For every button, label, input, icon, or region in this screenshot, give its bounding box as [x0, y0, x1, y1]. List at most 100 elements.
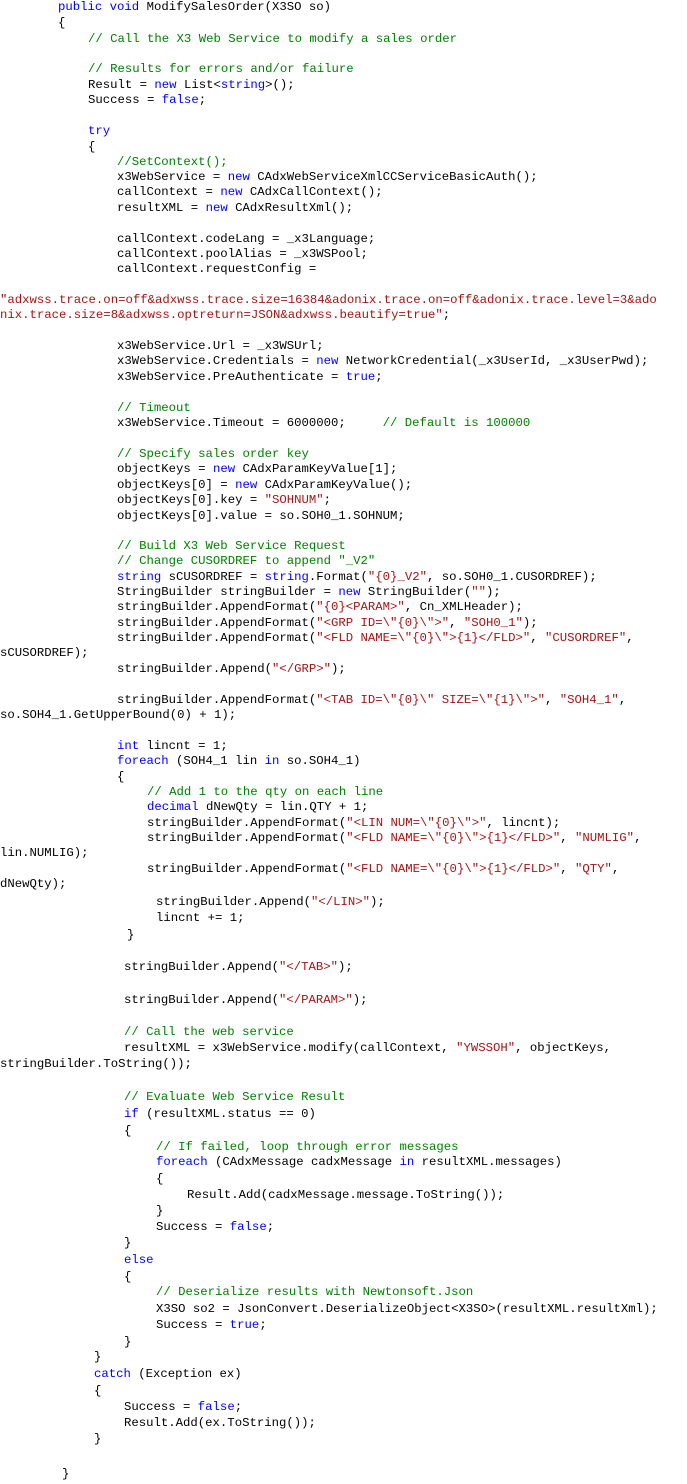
code-line: // Results for errors and/or failure [88, 61, 354, 77]
code-line: stringBuilder.AppendFormat("<FLD NAME=\"… [147, 830, 641, 846]
code-token: stringBuilder.Append( [117, 662, 272, 676]
code-token: { [124, 1124, 132, 1138]
code-line: stringBuilder.AppendFormat("{0}<PARAM>",… [117, 599, 523, 615]
code-token: x3WebService = [117, 170, 228, 184]
code-token: ); [338, 960, 353, 974]
code-token: (CAdxMessage cadxMessage [207, 1155, 400, 1169]
code-line: stringBuilder.AppendFormat("<GRP ID=\"{0… [117, 615, 538, 631]
code-token: callContext = [117, 185, 221, 199]
keyword-token: decimal [147, 800, 199, 814]
keyword-token: new [212, 462, 236, 476]
code-token: x3WebService.PreAuthenticate = [117, 370, 346, 384]
code-token: Result = [88, 78, 155, 92]
code-line: x3WebService.PreAuthenticate = true; [117, 369, 383, 385]
code-token: } [94, 1350, 102, 1364]
code-token: { [156, 1172, 164, 1186]
code-token: X3SO so2 = JsonConvert.DeserializeObject… [156, 1302, 658, 1316]
code-token: (SOH4_1 lin [168, 754, 265, 768]
code-token: objectKeys[0].key = [117, 493, 265, 507]
code-line: string sCUSORDREF = string.Format("{0}_V… [117, 569, 597, 585]
code-line: lincnt += 1; [156, 910, 245, 926]
code-token: ; [198, 93, 207, 107]
code-token: CAdxWebServiceXmlCCServiceBasicAuth(); [249, 170, 538, 184]
code-token: so.SOH4_1) [279, 754, 361, 768]
code-token: , [626, 631, 634, 645]
comment-token: // Evaluate Web Service Result [124, 1090, 346, 1104]
code-token: ModifySalesOrder(X3SO so) [139, 0, 332, 14]
code-token: Result.Add(ex.ToString()); [124, 1416, 316, 1430]
code-token: dNewQty); [0, 877, 67, 891]
code-line: Success = false; [88, 92, 206, 108]
string-token: "" [471, 585, 486, 599]
code-token: , lincnt); [486, 816, 561, 830]
code-line: callContext.requestConfig = [117, 261, 316, 277]
code-token: CAdxCallContext(); [242, 185, 383, 199]
code-line: { [124, 1123, 131, 1139]
code-token: , [618, 693, 627, 707]
comment-token: // Build X3 Web Service Request [117, 539, 346, 553]
keyword-token: foreach [156, 1155, 208, 1169]
code-line: // Specify sales order key [117, 446, 309, 462]
code-token: Success = [156, 1220, 230, 1234]
code-line: callContext.poolAlias = _x3WSPool; [117, 246, 368, 262]
code-token: ); [522, 616, 538, 630]
code-line: stringBuilder.ToString()); [0, 1056, 192, 1072]
code-line: { [94, 1383, 101, 1399]
code-token: lin.NUMLIG); [0, 846, 89, 860]
code-line: objectKeys = new CAdxParamKeyValue[1]; [117, 461, 397, 477]
code-token: sCUSORDREF); [0, 646, 89, 660]
code-line: dNewQty); [0, 876, 66, 892]
code-token: lincnt += 1; [156, 911, 245, 925]
code-token [102, 0, 109, 14]
code-token: (Exception ex) [130, 1367, 242, 1381]
code-token: } [124, 1335, 132, 1349]
string-token: "YWSSOH" [456, 1041, 516, 1055]
string-token: "NUMLIG" [575, 831, 635, 845]
code-line: nix.trace.size=8&adxwss.optreturn=JSON&a… [0, 307, 450, 323]
code-line: try [88, 123, 110, 139]
code-token: { [88, 140, 96, 154]
code-token: , [560, 831, 576, 845]
code-token: callContext.poolAlias = _x3WSPool; [117, 247, 368, 261]
code-token: stringBuilder.Append( [156, 895, 311, 909]
code-line: { [124, 1269, 131, 1285]
code-line: StringBuilder stringBuilder = new String… [117, 584, 501, 600]
code-line: foreach (CAdxMessage cadxMessage in resu… [156, 1154, 562, 1170]
code-line: stringBuilder.AppendFormat("<TAB ID=\"{0… [117, 692, 626, 708]
comment-token: // Deserialize results with Newtonsoft.J… [156, 1285, 474, 1299]
keyword-token: void [109, 0, 140, 14]
keyword-token: new [154, 78, 177, 92]
code-line: else [124, 1252, 154, 1268]
code-line: } [94, 1431, 101, 1447]
string-token: "SOHNUM" [264, 493, 324, 507]
code-token: , [530, 631, 546, 645]
comment-token: // Call the X3 Web Service to modify a s… [88, 32, 457, 46]
code-token: stringBuilder.Append( [124, 960, 279, 974]
string-token: "<FLD NAME=\"{0}\">{1}</FLD>" [346, 831, 561, 845]
code-token: objectKeys[0].value = so.SOH0_1.SOHNUM; [117, 509, 405, 523]
code-line: x3WebService.Url = _x3WSUrl; [117, 338, 324, 354]
code-token: } [94, 1432, 102, 1446]
code-token: stringBuilder.AppendFormat( [147, 862, 347, 876]
keyword-token: string [220, 78, 266, 92]
code-token: , so.SOH0_1.CUSORDREF); [426, 570, 597, 584]
code-token: callContext.codeLang = _x3Language; [117, 232, 376, 246]
comment-token: // Default is 100000 [382, 416, 531, 430]
code-token: } [124, 1236, 132, 1250]
keyword-token: string [117, 570, 162, 584]
string-token: "<TAB ID=\"{0}\" SIZE=\"{1}\">" [316, 693, 546, 707]
code-line: // If failed, loop through error message… [156, 1139, 459, 1155]
code-line: decimal dNewQty = lin.QTY + 1; [147, 799, 368, 815]
code-token: x3WebService.Url = _x3WSUrl; [117, 339, 324, 353]
code-line: resultXML = x3WebService.modify(callCont… [124, 1040, 611, 1056]
code-line: stringBuilder.AppendFormat("<FLD NAME=\"… [117, 630, 634, 646]
code-line: } [124, 1334, 131, 1350]
code-line: } [127, 927, 134, 943]
string-token: "QTY" [575, 862, 612, 876]
code-token: { [58, 16, 66, 30]
code-token: } [127, 928, 135, 942]
code-token: , [611, 862, 620, 876]
code-token: stringBuilder.AppendFormat( [117, 693, 317, 707]
keyword-token: try [88, 124, 111, 138]
keyword-token: string [264, 570, 309, 584]
